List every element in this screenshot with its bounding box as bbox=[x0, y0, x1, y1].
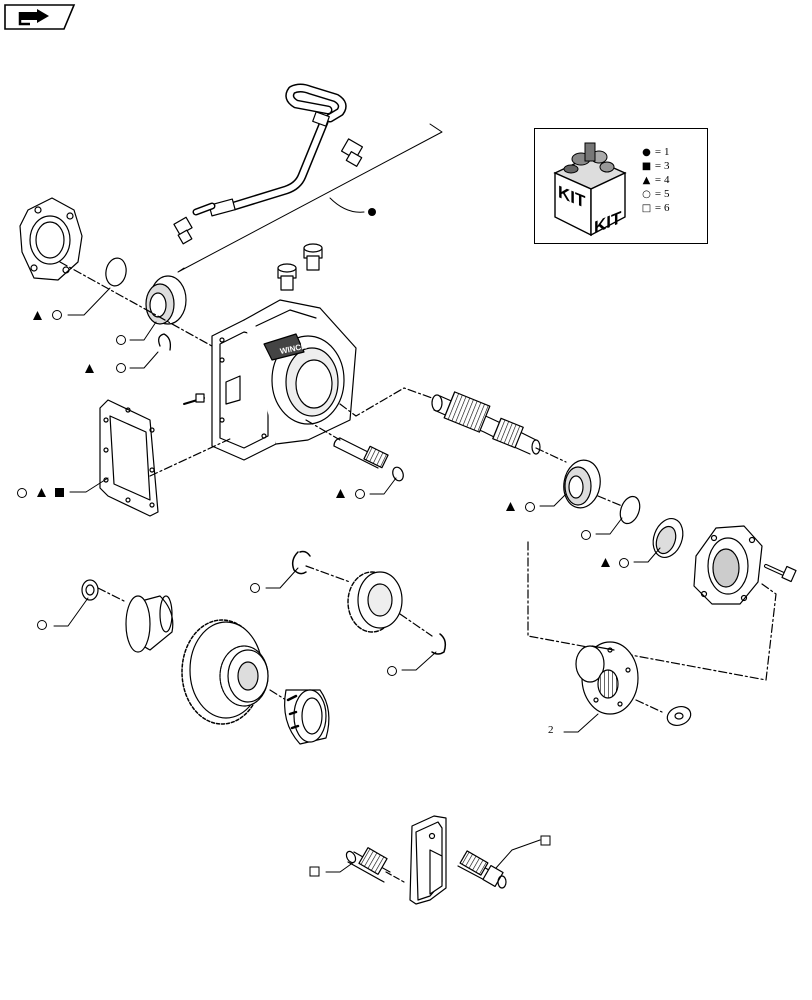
legend-number: 3 bbox=[664, 160, 670, 172]
legend-row-4: ▲=4 bbox=[641, 174, 670, 187]
callout-symbols bbox=[17, 310, 629, 877]
legend-row-1: ●=1 bbox=[641, 146, 670, 159]
filled-triangle-icon: ▲ bbox=[642, 175, 651, 186]
hub-flange bbox=[575, 641, 639, 715]
fittings bbox=[277, 243, 323, 291]
legend-number: 6 bbox=[664, 202, 670, 214]
idler-pin bbox=[333, 437, 389, 469]
callout-leaders bbox=[53, 287, 661, 873]
legend-row-6: □=6 bbox=[641, 202, 670, 215]
taper-bearing-cup bbox=[284, 689, 330, 745]
return-arrow-icon bbox=[4, 4, 76, 30]
kit-box-icon: KIT KIT bbox=[553, 142, 627, 237]
legend-number: 4 bbox=[664, 174, 670, 186]
shift-bolt bbox=[457, 850, 507, 889]
part-number-label: 2 bbox=[548, 724, 554, 736]
filled-circle-icon: ● bbox=[642, 147, 651, 158]
bearing-right bbox=[563, 459, 601, 509]
bearing-cap bbox=[693, 525, 763, 605]
shift-plate bbox=[409, 815, 447, 905]
shift-stud bbox=[345, 847, 405, 883]
legend-equals: = bbox=[654, 202, 662, 214]
gasket bbox=[99, 399, 159, 517]
legend-equals: = bbox=[654, 160, 662, 172]
helical-gear-large bbox=[181, 619, 269, 725]
kit-legend: KIT KIT ●=1 ■=3 ▲=4 ○=5 □=6 bbox=[534, 128, 708, 244]
snap-ring-bottom bbox=[431, 633, 447, 655]
legend-number: 1 bbox=[664, 146, 670, 158]
legend-equals: = bbox=[654, 146, 662, 158]
return-nav-button[interactable] bbox=[4, 4, 76, 30]
cover-flange bbox=[19, 197, 83, 281]
main-shaft bbox=[431, 391, 541, 455]
snap-ring-top bbox=[291, 550, 311, 575]
legend-equals: = bbox=[654, 174, 662, 186]
open-square-icon: □ bbox=[641, 203, 652, 214]
bearing-left bbox=[145, 275, 187, 325]
housing-brand: WINCH bbox=[279, 342, 308, 356]
hydraulic-hose bbox=[173, 83, 364, 245]
filled-square-icon: ■ bbox=[641, 161, 652, 172]
spur-gear-small bbox=[347, 571, 403, 633]
legend-row-3: ■=3 bbox=[641, 160, 670, 173]
legend-row-5: ○=5 bbox=[641, 188, 670, 201]
open-circle-icon: ○ bbox=[642, 189, 651, 200]
legend-number: 5 bbox=[664, 188, 670, 200]
taper-bearing-cone bbox=[125, 595, 174, 653]
legend-equals: = bbox=[654, 188, 662, 200]
pto-housing bbox=[211, 299, 357, 461]
